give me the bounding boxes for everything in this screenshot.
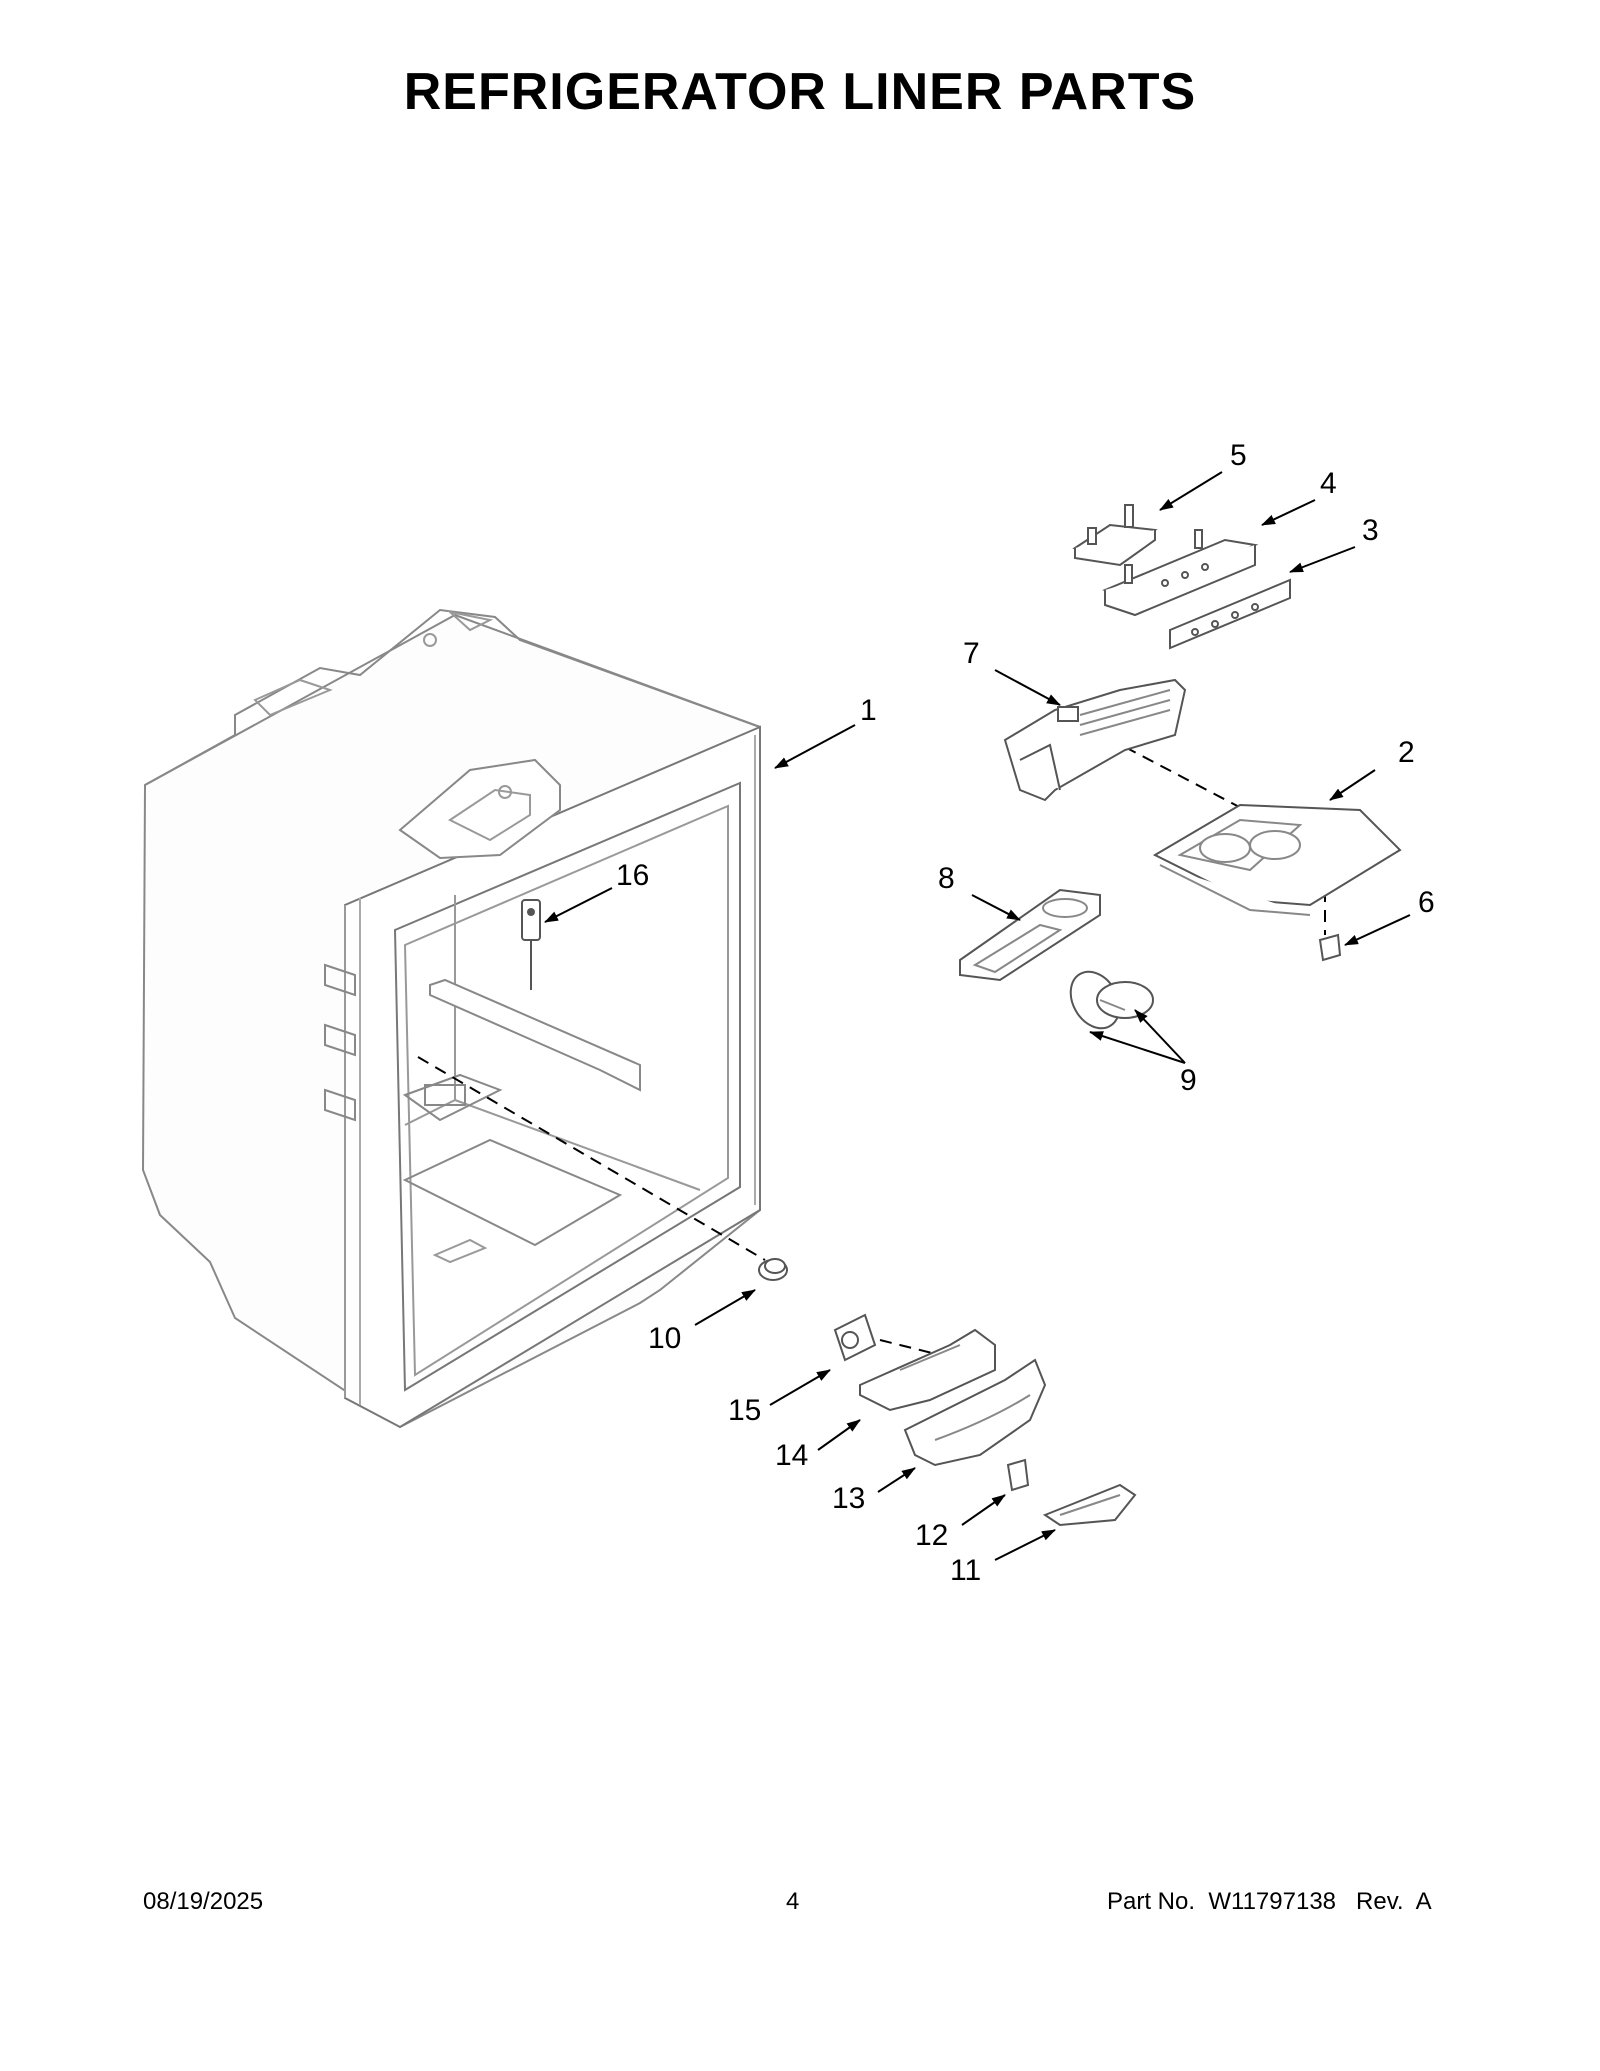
control-board-part-3 <box>1169 578 1291 650</box>
callout-5: 5 <box>1230 439 1247 472</box>
callout-10: 10 <box>648 1322 681 1355</box>
liner-part-1 <box>141 608 761 1429</box>
light-socket-part-9 <box>1069 970 1154 1030</box>
light-cover-part-8 <box>959 888 1101 982</box>
callout-13: 13 <box>832 1482 865 1515</box>
footer-date: 08/19/2025 <box>143 1888 264 1915</box>
callout-9: 9 <box>1180 1064 1197 1097</box>
callout-14: 14 <box>775 1439 808 1472</box>
damper-part-15 <box>833 1313 877 1362</box>
housing-part-4 <box>1102 529 1259 617</box>
footer-page-number: 4 <box>786 1888 800 1915</box>
callout-3: 3 <box>1362 514 1379 547</box>
cover-part-14 <box>859 1328 996 1412</box>
callout-7: 7 <box>963 637 980 670</box>
plug-part-10 <box>758 1258 788 1281</box>
air-diffuser-part-7 <box>1003 678 1187 802</box>
callout-12: 12 <box>915 1519 948 1552</box>
screw-part-12 <box>1006 1458 1030 1492</box>
control-housing-part-2 <box>1152 803 1402 916</box>
callout-15: 15 <box>728 1394 761 1427</box>
callout-arrows <box>544 471 1411 1561</box>
cover-part-13 <box>903 1358 1047 1467</box>
callout-16: 16 <box>616 859 649 892</box>
switch-part-6 <box>1318 933 1342 962</box>
bracket-part-5 <box>1072 504 1158 567</box>
callout-2: 2 <box>1398 736 1415 769</box>
callout-6: 6 <box>1418 886 1435 919</box>
trim-part-11 <box>1042 1483 1137 1527</box>
callout-4: 4 <box>1320 467 1337 500</box>
callout-11: 11 <box>950 1554 981 1587</box>
callout-1: 1 <box>860 694 877 727</box>
page-title: REFRIGERATOR LINER PARTS <box>403 63 1197 121</box>
callout-8: 8 <box>938 862 955 895</box>
footer-part-number: Part No. W11797138 Rev. A <box>1107 1888 1432 1915</box>
thermistor-part-16 <box>521 899 541 990</box>
